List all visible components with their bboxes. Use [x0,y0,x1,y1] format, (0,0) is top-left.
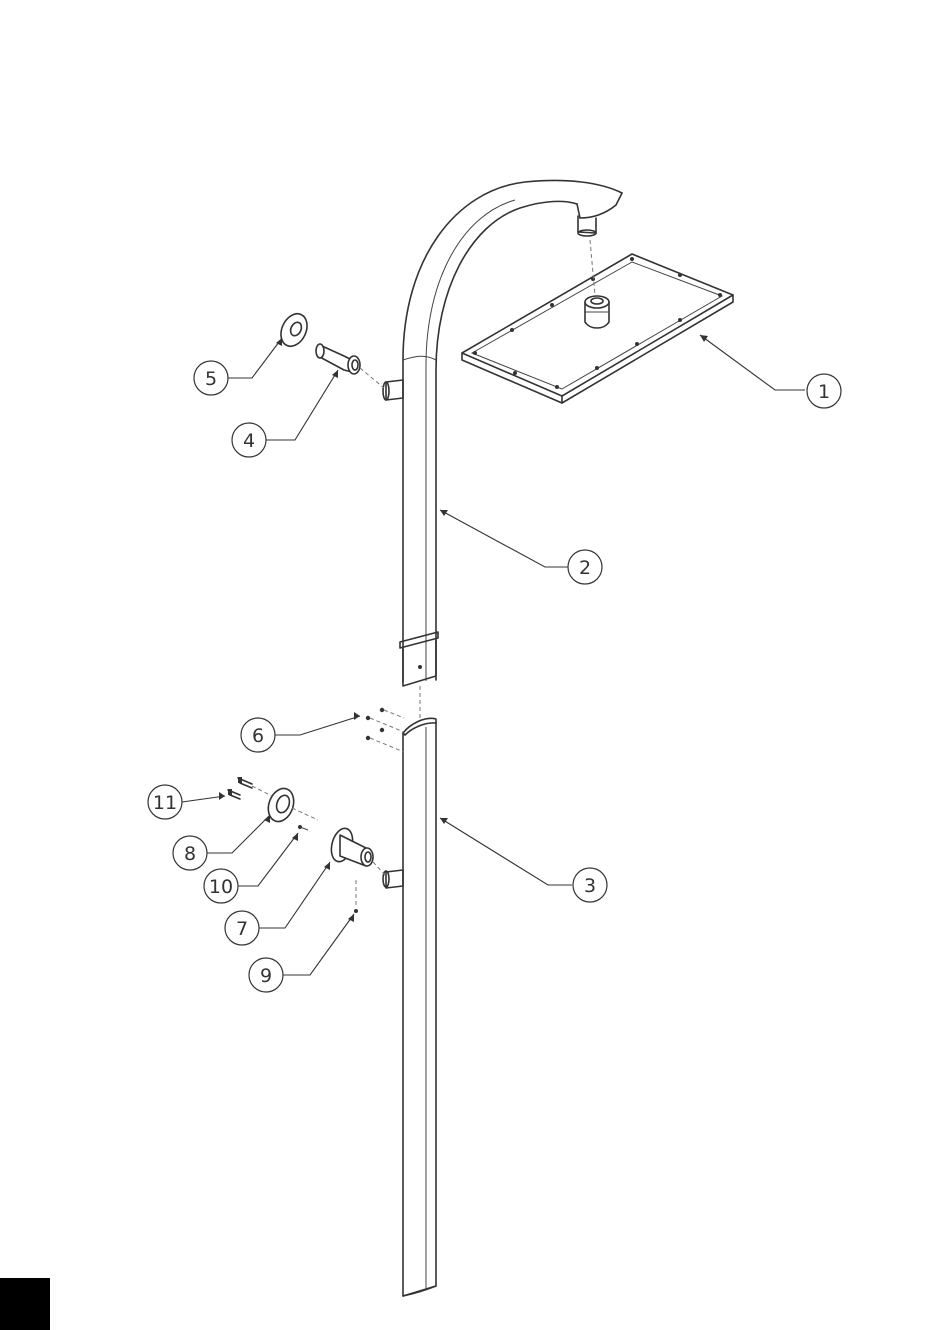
callout-label-9: 9 [260,965,272,987]
curved-upper-column [383,180,622,686]
callout-label-7: 7 [236,918,248,940]
callout-label-1: 1 [818,381,830,403]
callout-label-3: 3 [584,875,596,897]
rain-shower-head [462,240,733,403]
callout-8: 8 [173,836,207,870]
page-corner-block [0,1278,50,1330]
callout-label-10: 10 [209,876,233,898]
callout-label-6: 6 [252,725,264,747]
callout-10: 10 [204,869,238,903]
lower-inlet-pipe [328,826,386,876]
callout-2: 2 [568,550,602,584]
callout-6: 6 [241,718,275,752]
callout-label-8: 8 [184,843,196,865]
callout-1: 1 [807,374,841,408]
upper-inlet-pipe [316,344,384,388]
callout-label-11: 11 [153,792,177,814]
callout-9: 9 [249,958,283,992]
callout-7: 7 [225,911,259,945]
grub-screw [354,880,358,913]
callout-11: 11 [148,785,182,819]
callout-4: 4 [232,423,266,457]
lower-column [383,686,436,1296]
bracket-screw [298,825,308,830]
callout-label-5: 5 [205,368,217,390]
callout-5: 5 [194,361,228,395]
callout-label-2: 2 [579,557,591,579]
connector-screws [366,708,404,752]
wall-plugs-and-screws [228,777,272,799]
callout-3: 3 [573,868,607,902]
callout-label-4: 4 [243,430,255,452]
leader-lines [182,335,805,975]
wall-bracket [264,785,318,825]
